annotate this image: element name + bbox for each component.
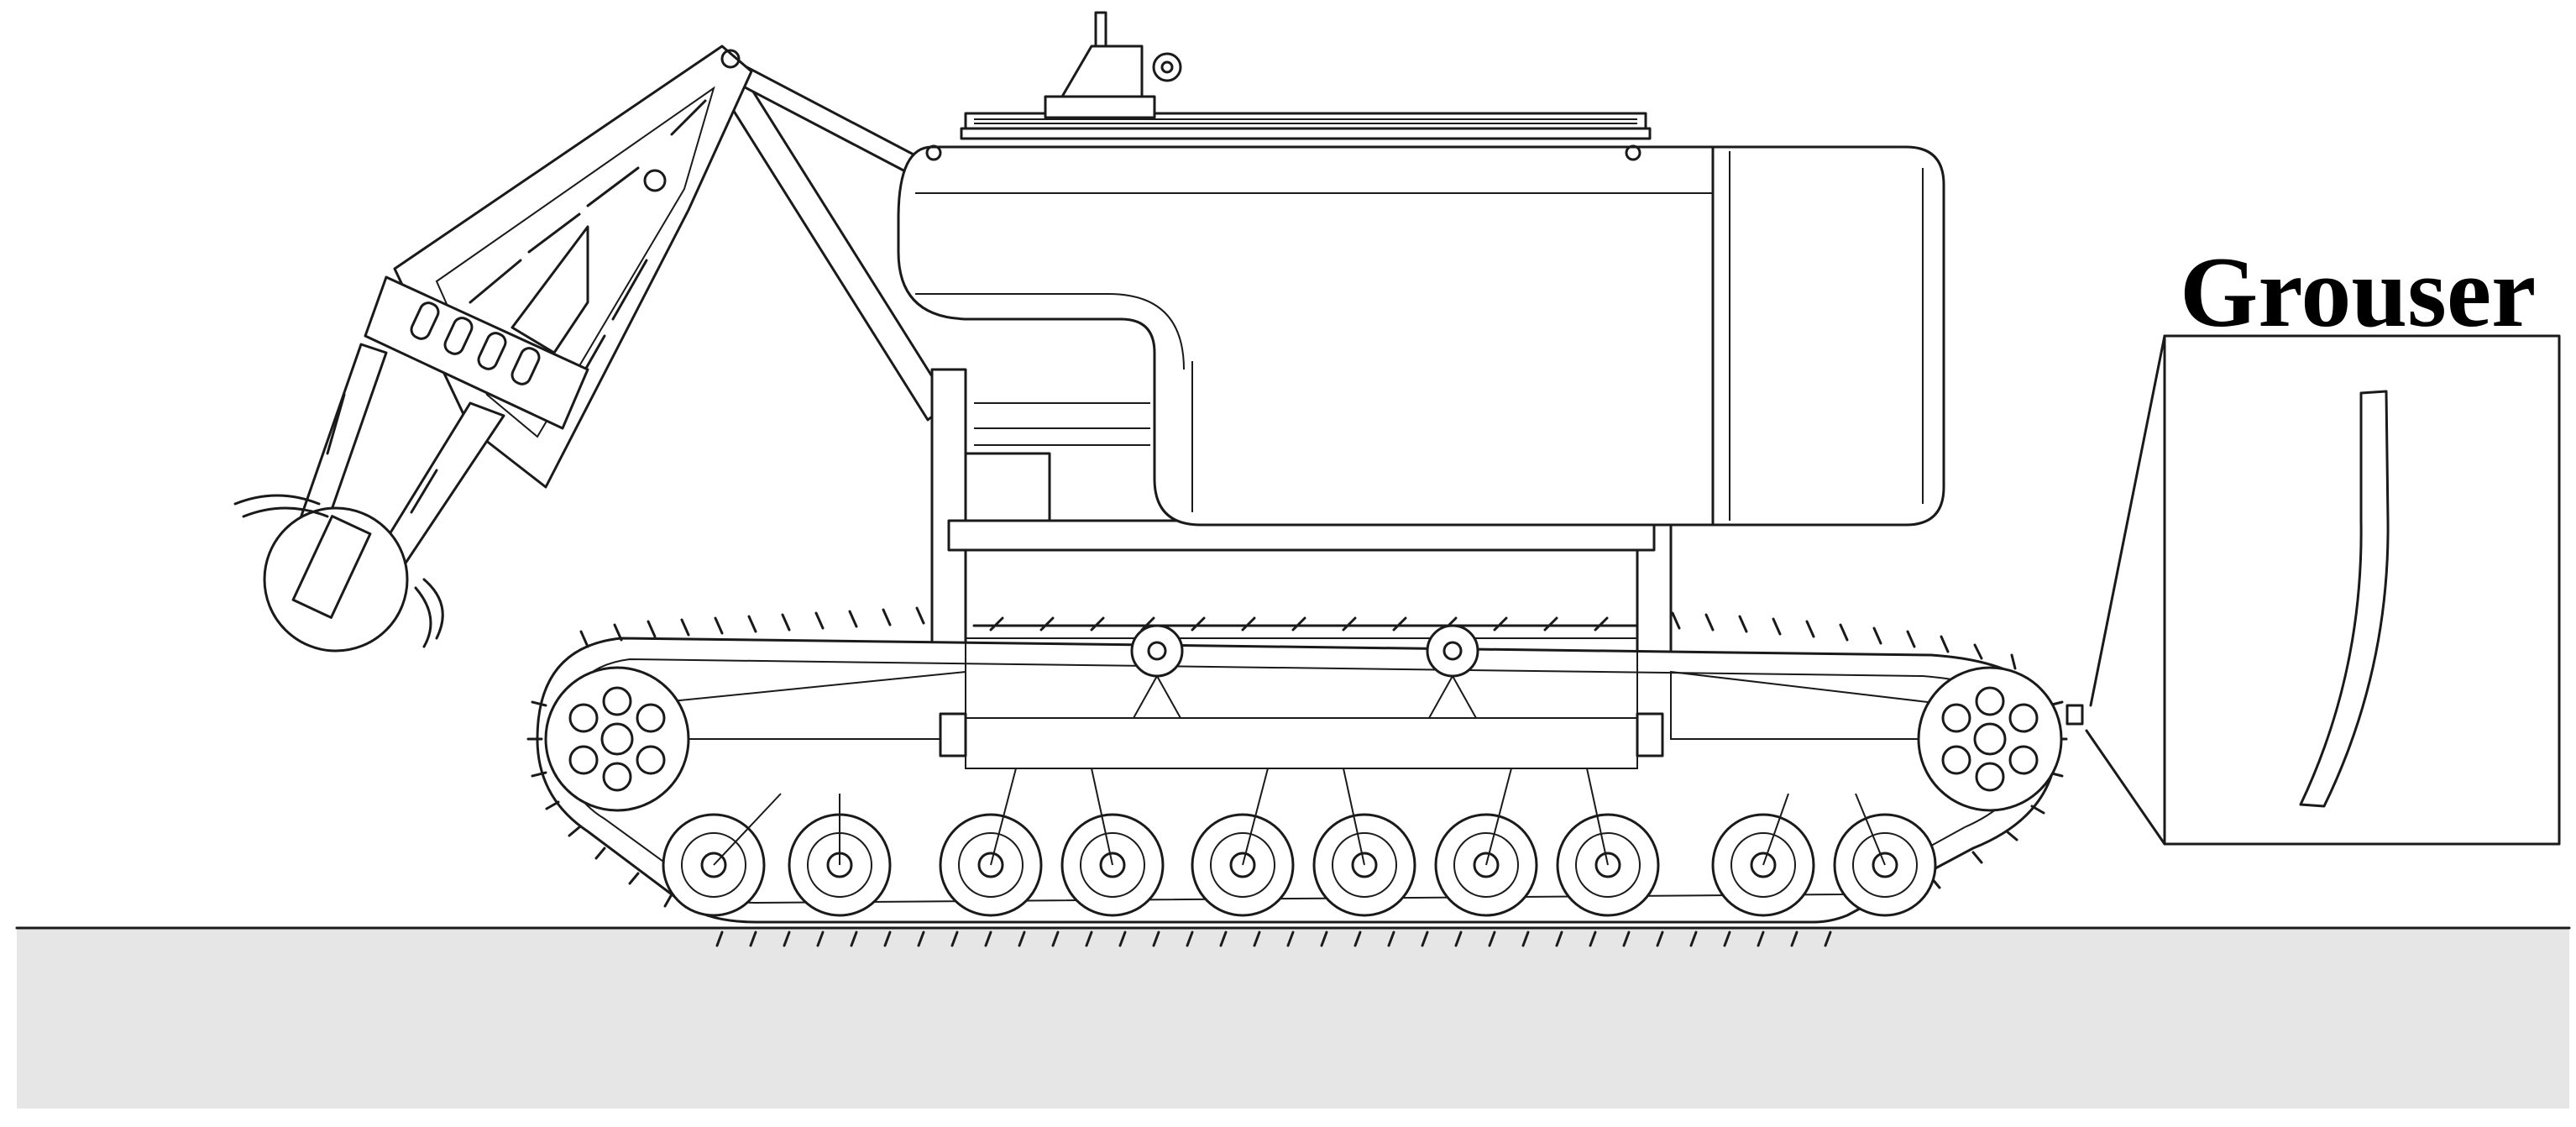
grouser-callout: [2066, 334, 2561, 846]
suspension-links: [713, 675, 1886, 866]
arm-bracket: [364, 275, 589, 430]
boom-arm: [393, 45, 753, 489]
grouser-detail-shape: [2299, 390, 2390, 808]
drive-sprocket-left: [544, 666, 690, 812]
crawler-track: [536, 637, 2059, 924]
main-housing: [897, 144, 1945, 527]
road-wheels: [662, 813, 1937, 917]
ground: [15, 926, 2571, 1109]
idler-wheel-right: [1917, 666, 2063, 812]
track-grousers-top: [579, 606, 2017, 670]
arm-lower-links: [292, 343, 505, 581]
cutter-wheel: [233, 494, 444, 653]
top-mount: [960, 11, 1652, 140]
track-grousers-bottom: [526, 700, 2068, 947]
track-upper-links: [972, 616, 1639, 639]
grouser-label: Grouser: [2180, 236, 2537, 348]
track-frame-plates: [628, 637, 1957, 769]
